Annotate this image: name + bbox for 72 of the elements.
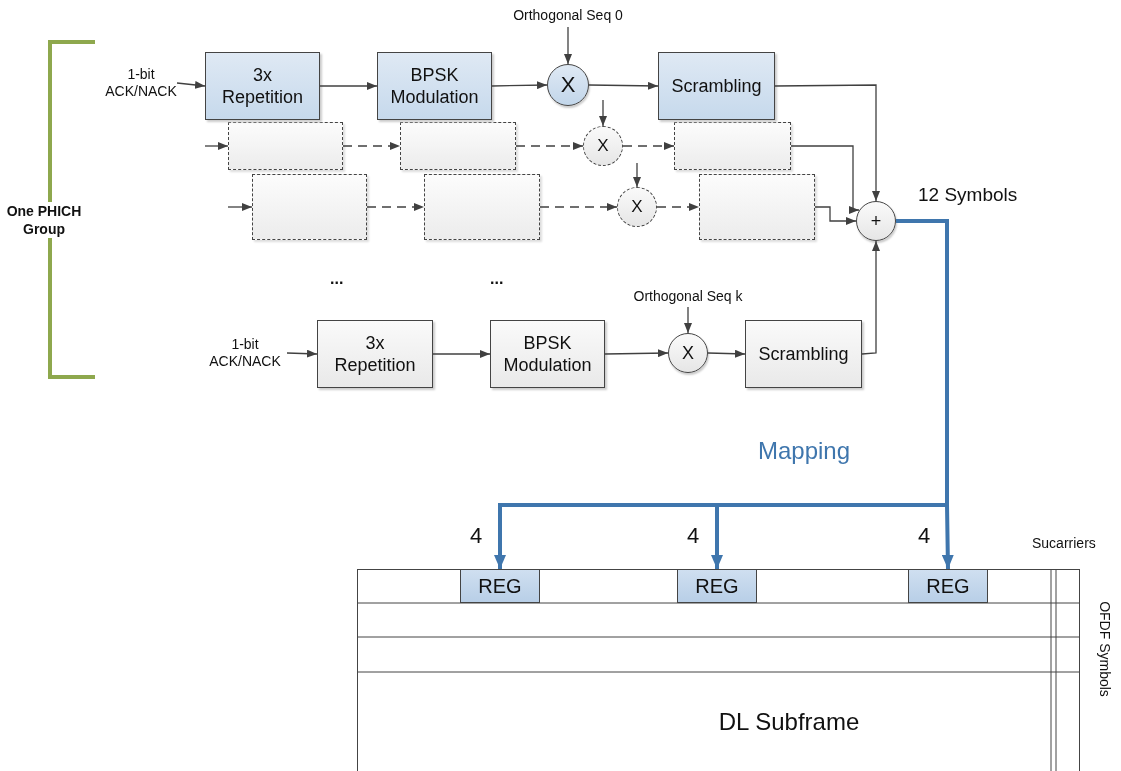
process-box <box>699 174 815 240</box>
process-box <box>377 52 492 120</box>
arrow <box>366 203 425 211</box>
box-label: BPSK Modulation <box>502 331 593 377</box>
operator-circle <box>856 201 896 241</box>
mapping-label: Mapping <box>758 437 851 465</box>
arrow <box>539 203 618 211</box>
arrow <box>176 80 206 89</box>
arrow <box>588 81 659 90</box>
box-label: REG <box>478 574 522 598</box>
arrow <box>491 81 548 90</box>
input-label: Orthogonal Seq 0 <box>513 7 623 25</box>
ellipsis: ... <box>330 270 344 288</box>
subframe-grid <box>357 569 1080 771</box>
box-label: X <box>682 342 694 364</box>
arrow <box>432 350 491 358</box>
process-box <box>400 122 516 170</box>
input-label: Orthogonal Seq k <box>633 288 743 306</box>
axis-label: OFDF Symbols <box>1096 601 1113 697</box>
box-label: REG <box>926 574 970 598</box>
arrow <box>633 162 641 188</box>
box-label: X <box>560 72 576 98</box>
arrow <box>564 26 572 65</box>
arrow <box>227 203 253 211</box>
process-box <box>674 122 791 170</box>
arrow <box>319 82 378 90</box>
operator-circle <box>668 333 708 373</box>
process-box <box>745 320 862 388</box>
ellipsis: ... <box>490 270 504 288</box>
box-label: Scrambling <box>757 342 850 366</box>
box-label: + <box>870 210 882 232</box>
arrow <box>599 99 607 127</box>
grid-label: DL Subframe <box>718 708 860 736</box>
arrow <box>342 142 401 150</box>
box-label: Scrambling <box>670 74 763 98</box>
process-box <box>205 52 320 120</box>
arrow <box>774 84 880 202</box>
arrow <box>204 142 229 150</box>
box-label: 3x Repetition <box>333 331 417 377</box>
arrow <box>814 206 857 225</box>
input-label: 1-bit ACK/NACK <box>105 65 177 101</box>
process-box <box>490 320 605 388</box>
input-label: 1-bit ACK/NACK <box>208 335 282 371</box>
arrow <box>656 203 700 211</box>
arrow <box>286 349 318 358</box>
multiplier-circle <box>617 187 657 227</box>
box-label: X <box>631 197 643 217</box>
multiplier-circle <box>583 126 623 166</box>
arrow <box>861 240 880 355</box>
axis-label: Sucarriers <box>1032 535 1096 551</box>
output-label: 12 Symbols <box>918 184 1018 206</box>
arrow <box>896 219 954 570</box>
arrow <box>790 145 860 214</box>
reg-block <box>677 569 757 603</box>
process-box <box>317 320 433 388</box>
box-label: BPSK Modulation <box>389 63 480 109</box>
arrow <box>622 142 675 150</box>
arrow <box>604 349 669 358</box>
box-label: X <box>597 136 609 156</box>
process-box <box>252 174 367 240</box>
arrow <box>684 306 692 334</box>
reg-block <box>908 569 988 603</box>
process-box <box>228 122 343 170</box>
box-label: 3x Repetition <box>220 63 305 109</box>
group-label: One PHICH Group <box>6 202 82 239</box>
process-box <box>424 174 540 240</box>
arrow <box>707 349 746 358</box>
multiplier-circle <box>547 64 589 106</box>
box-label: REG <box>695 574 739 598</box>
reg-block <box>460 569 540 603</box>
process-box <box>658 52 775 120</box>
arrow <box>515 142 584 150</box>
